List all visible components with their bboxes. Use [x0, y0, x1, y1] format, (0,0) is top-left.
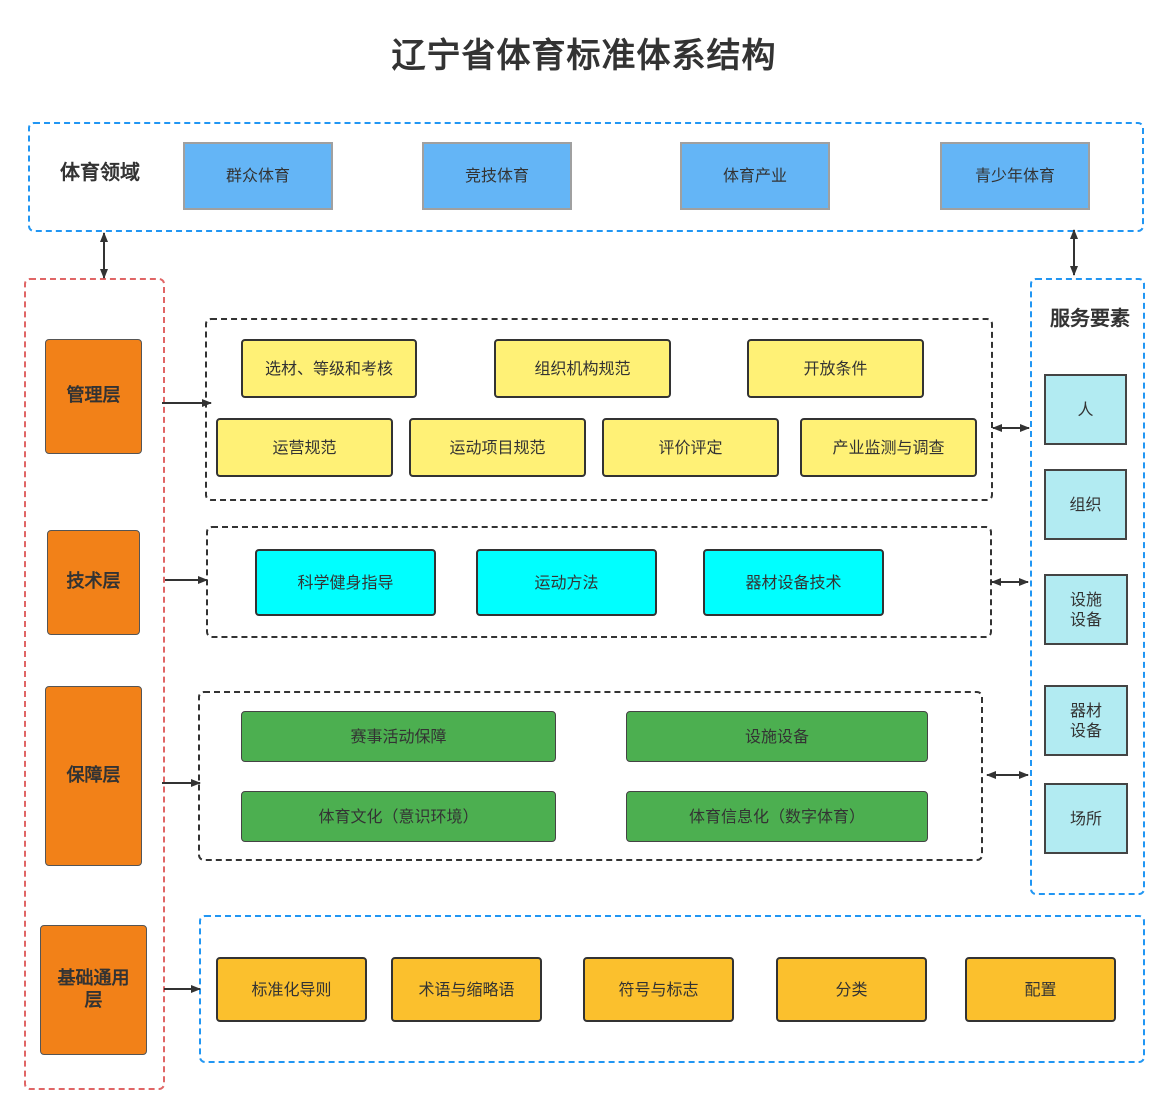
diagram-title: 辽宁省体育标准体系结构: [391, 36, 777, 76]
service-item-facilities: 设施设备: [1044, 574, 1128, 645]
foundation-item: 术语与缩略语: [391, 957, 542, 1022]
service-item-person: 人: [1044, 374, 1127, 445]
support-item: 设施设备: [626, 711, 928, 762]
mgmt-item: 开放条件: [747, 339, 924, 398]
service-item-equipment-text: 器材设备: [1069, 700, 1102, 740]
layer-technical: 技术层: [47, 530, 140, 635]
layer-foundation: 基础通用层: [40, 925, 147, 1055]
foundation-item: 符号与标志: [583, 957, 734, 1022]
mgmt-item: 选材、等级和考核: [241, 339, 417, 398]
domain-youth-sports: 青少年体育: [940, 142, 1090, 210]
service-item-organization: 组织: [1044, 469, 1127, 540]
mgmt-item: 评价评定: [602, 418, 779, 477]
domain-competitive-sports: 竞技体育: [422, 142, 572, 210]
mgmt-item: 运动项目规范: [409, 418, 586, 477]
service-item-equipment: 器材设备: [1044, 685, 1128, 756]
mgmt-item: 产业监测与调查: [800, 418, 977, 477]
layer-management: 管理层: [45, 339, 142, 454]
service-item-venue: 场所: [1044, 783, 1128, 854]
support-group: [198, 691, 983, 861]
sports-domain-container: [28, 122, 1144, 232]
layer-support: 保障层: [45, 686, 142, 866]
foundation-item: 分类: [776, 957, 927, 1022]
domain-sports-industry: 体育产业: [680, 142, 830, 210]
service-elements-label: 服务要素: [1050, 306, 1130, 330]
support-item: 体育文化（意识环境）: [241, 791, 556, 842]
mgmt-item: 组织机构规范: [494, 339, 671, 398]
mgmt-item: 运营规范: [216, 418, 393, 477]
tech-item: 运动方法: [476, 549, 657, 616]
management-group: [205, 318, 993, 501]
layers-container: [24, 278, 165, 1090]
tech-item: 器材设备技术: [703, 549, 884, 616]
domain-mass-sports: 群众体育: [183, 142, 333, 210]
foundation-item: 标准化导则: [216, 957, 367, 1022]
support-item: 赛事活动保障: [241, 711, 556, 762]
support-item: 体育信息化（数字体育）: [626, 791, 928, 842]
service-elements-container: [1030, 278, 1145, 895]
sports-domain-label: 体育领域: [60, 160, 140, 184]
service-item-facilities-text: 设施设备: [1069, 589, 1102, 629]
tech-item: 科学健身指导: [255, 549, 436, 616]
foundation-item: 配置: [965, 957, 1116, 1022]
